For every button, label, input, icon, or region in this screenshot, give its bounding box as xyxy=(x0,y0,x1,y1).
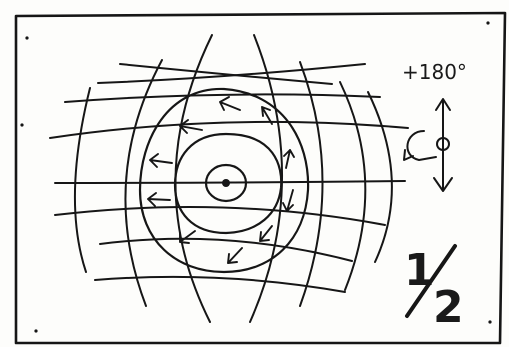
fraction-numerator: 1 xyxy=(404,245,435,296)
corner-dot xyxy=(488,320,491,323)
corner-dot xyxy=(25,36,28,39)
rotation-label: +180° xyxy=(402,60,467,84)
fraction-denominator: 2 xyxy=(433,282,464,333)
corner-dot xyxy=(486,21,489,24)
pivot-point xyxy=(222,179,230,187)
corner-dot xyxy=(34,329,37,332)
corner-dot xyxy=(20,123,23,126)
